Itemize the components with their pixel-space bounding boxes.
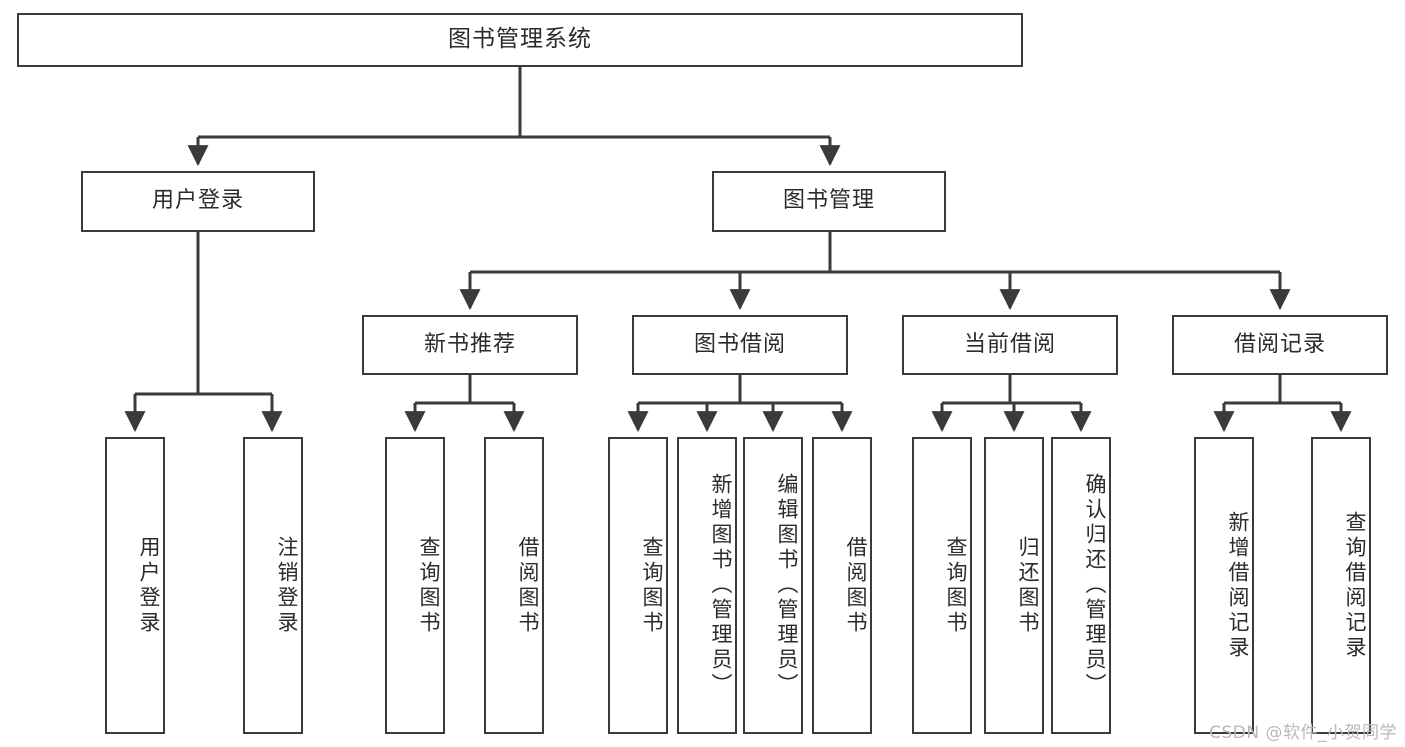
node-leaf-add-record[interactable]: 新增借阅记录 [1194, 437, 1254, 734]
node-leaf-borrow-book-2-label: 借阅图书 [844, 535, 868, 636]
node-leaf-query-book-3-label: 查询图书 [944, 535, 968, 636]
node-leaf-add-book-label: 新增图书（管理员） [709, 473, 733, 698]
node-user-login-label: 用户登录 [151, 188, 244, 214]
node-book-manage[interactable]: 图书管理 [712, 171, 946, 232]
node-book-manage-label: 图书管理 [782, 188, 875, 214]
node-leaf-query-record-label: 查询借阅记录 [1343, 510, 1367, 661]
node-leaf-add-record-label: 新增借阅记录 [1226, 510, 1250, 661]
node-leaf-user-logout[interactable]: 注销登录 [243, 437, 303, 734]
node-borrow-record[interactable]: 借阅记录 [1172, 315, 1388, 375]
node-leaf-query-book-2[interactable]: 查询图书 [608, 437, 668, 734]
node-leaf-add-book[interactable]: 新增图书（管理员） [677, 437, 737, 734]
node-user-login[interactable]: 用户登录 [81, 171, 315, 232]
node-new-book-rec[interactable]: 新书推荐 [362, 315, 578, 375]
node-book-borrow[interactable]: 图书借阅 [632, 315, 848, 375]
node-leaf-query-record[interactable]: 查询借阅记录 [1311, 437, 1371, 734]
node-leaf-return-book-label: 归还图书 [1016, 535, 1040, 636]
node-book-borrow-label: 图书借阅 [693, 331, 786, 357]
node-leaf-user-login-label: 用户登录 [137, 535, 161, 636]
watermark: CSDN @软件_小贺同学 [1209, 723, 1397, 743]
node-leaf-borrow-book-1[interactable]: 借阅图书 [484, 437, 544, 734]
node-leaf-confirm-return[interactable]: 确认归还（管理员） [1051, 437, 1111, 734]
node-leaf-query-book-1-label: 查询图书 [417, 535, 441, 636]
node-leaf-confirm-return-label: 确认归还（管理员） [1083, 473, 1107, 698]
node-current-borrow[interactable]: 当前借阅 [902, 315, 1118, 375]
node-leaf-user-logout-label: 注销登录 [275, 535, 299, 636]
node-current-borrow-label: 当前借阅 [963, 331, 1056, 357]
node-root[interactable]: 图书管理系统 [17, 13, 1023, 67]
node-leaf-edit-book[interactable]: 编辑图书（管理员） [743, 437, 803, 734]
node-borrow-record-label: 借阅记录 [1233, 331, 1326, 357]
node-leaf-return-book[interactable]: 归还图书 [984, 437, 1044, 734]
node-leaf-user-login[interactable]: 用户登录 [105, 437, 165, 734]
node-leaf-query-book-2-label: 查询图书 [640, 535, 664, 636]
node-leaf-borrow-book-2[interactable]: 借阅图书 [812, 437, 872, 734]
node-leaf-query-book-1[interactable]: 查询图书 [385, 437, 445, 734]
node-leaf-edit-book-label: 编辑图书（管理员） [775, 473, 799, 698]
node-leaf-query-book-3[interactable]: 查询图书 [912, 437, 972, 734]
node-leaf-borrow-book-1-label: 借阅图书 [516, 535, 540, 636]
node-root-label: 图书管理系统 [448, 26, 592, 53]
node-new-book-rec-label: 新书推荐 [423, 331, 516, 357]
